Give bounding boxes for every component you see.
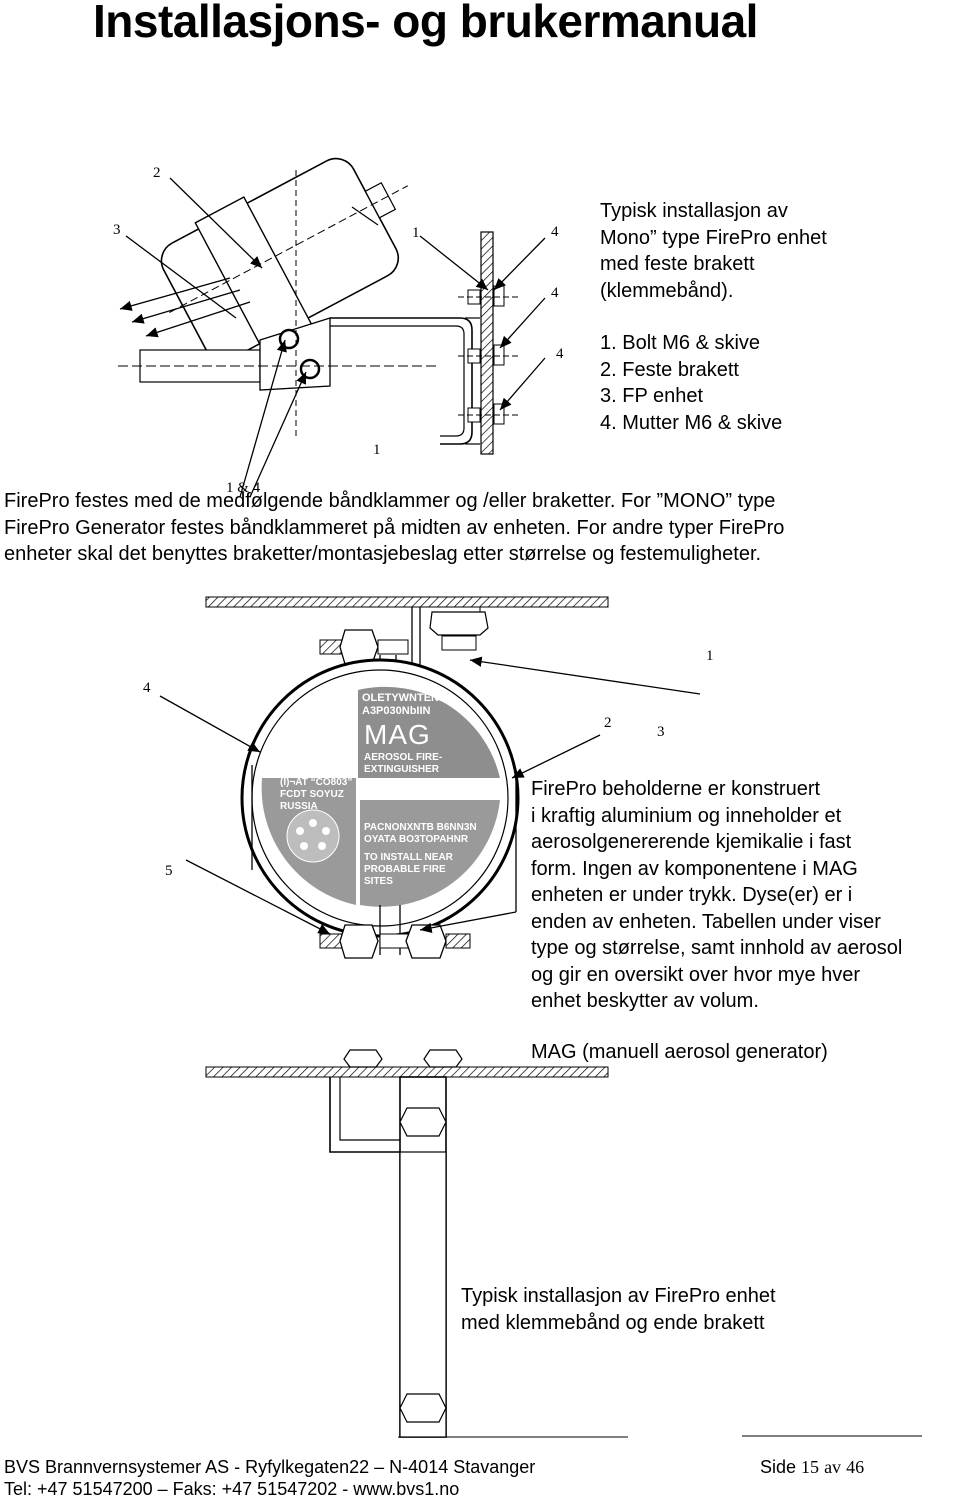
callout-2: 2 [153, 165, 161, 181]
parts-list: 1. Bolt M6 & skive 2. Feste brakett 3. F… [600, 330, 782, 436]
callout-2: 2 [604, 715, 612, 731]
page-total: 46 [846, 1457, 865, 1477]
description-line: enhet beskytter av volum. [531, 990, 759, 1012]
description-line: type og størrelse, samt innhold av aeros… [531, 937, 903, 959]
figure2-drawing [159, 596, 701, 959]
mag-label-left: (I)¬AT “CO803” FCDT SOYUZ RUSSIA [280, 777, 352, 813]
parts-list-item: 4. Mutter M6 & skive [600, 411, 783, 434]
caption-line: med feste brakett [600, 253, 755, 275]
callout-4: 4 [556, 346, 564, 362]
parts-list-item: 3. FP enhet [600, 385, 704, 407]
paragraph-line: FirePro festes med de medfølgende båndkl… [4, 490, 776, 512]
footer-contact: Tel: +47 51547200 – Faks: +47 51547202 -… [4, 1479, 460, 1499]
mag-description: FirePro beholderne er konstruert i kraft… [531, 776, 960, 1015]
label-line: EXTINGUISHER [364, 764, 440, 775]
paragraph-line: enheter skal det benyttes braketter/mont… [4, 543, 762, 565]
wall-bolt [458, 285, 520, 307]
caption-line: med klemmebånd og ende brakett [461, 1311, 765, 1334]
callout-4: 4 [551, 224, 559, 240]
description-line: i kraftig aluminium og inneholder et [531, 804, 842, 827]
page-number: 15 [801, 1457, 820, 1477]
callout-5: 5 [165, 863, 173, 879]
page-title: Installasjons- og brukermanual [93, 0, 758, 47]
parts-list-item: 2. Feste brakett [600, 358, 739, 381]
label-line: FCDT SOYUZ [280, 789, 344, 800]
description-line: og gir en oversikt over hvor mye hver [531, 963, 861, 986]
callout-1-and-4: 1 & 4 [226, 480, 261, 496]
callout-4: 4 [143, 680, 151, 696]
figure1-caption: Typisk installasjon av Mono” type FirePr… [600, 198, 827, 304]
label-line: (I)¬AT “CO803” [280, 777, 353, 788]
caption-line: Typisk installasjon av [600, 200, 788, 222]
mounting-paragraph: FirePro festes med de medfølgende båndkl… [4, 488, 954, 568]
page-indicator: Side 15 av 46 [760, 1457, 864, 1478]
footer-company: BVS Brannvernsystemer AS - Ryfylkegaten2… [4, 1457, 536, 1477]
description-line: FirePro beholderne er konstruert [531, 778, 821, 800]
description-line: enheten er under trykk. Dyse(er) er i [531, 884, 853, 906]
mag-label-sub: AEROSOL FIRE- EXTINGUISHER [364, 752, 442, 776]
page-word: Side [760, 1457, 797, 1477]
label-line: OLETYWNTENb [362, 692, 446, 704]
wall-bolt [458, 344, 520, 366]
figure3-drawing [205, 1049, 628, 1438]
page-of: av [824, 1457, 842, 1477]
ceiling-hatch [205, 596, 609, 608]
wall-bolt [458, 403, 520, 425]
label-line: RUSSIA [280, 801, 318, 812]
wall-hatch [480, 231, 494, 455]
callout-3: 3 [657, 724, 665, 740]
callout-4: 4 [551, 285, 559, 301]
description-line: enden av enheten. Tabellen under viser [531, 910, 881, 933]
mag-label-top: OLETYWNTENb A3P030NbIIN [362, 692, 446, 718]
figure1-drawing [118, 157, 546, 498]
callout-3: 3 [113, 222, 121, 238]
paragraph-line: FirePro Generator festes båndklammeret p… [4, 516, 785, 539]
label-line: OYATA BO3TOPAHNR [364, 834, 469, 845]
label-line: TO INSTALL NEAR [364, 852, 453, 863]
callout-1: 1 [373, 442, 381, 458]
caption-line: (klemmebånd). [600, 279, 734, 302]
description-line: aerosolgenererende kjemikalie i fast [531, 831, 852, 853]
label-line: A3P030NbIIN [362, 705, 431, 717]
label-line: AEROSOL FIRE- [364, 752, 443, 763]
caption-line: Typisk installasjon av FirePro enhet [461, 1285, 776, 1307]
callout-1: 1 [412, 225, 420, 241]
callout-1: 1 [706, 648, 714, 664]
label-line: SITES [364, 876, 393, 887]
caption-line: Mono” type FirePro enhet [600, 226, 827, 249]
mag-caption: MAG (manuell aerosol generator) [531, 1041, 828, 1063]
label-line: PACNONXNTB B6NN3N [364, 822, 477, 833]
mag-label-right: PACNONXNTB B6NN3N OYATA BO3TOPAHNR TO IN… [364, 822, 477, 888]
description-line: form. Ingen av komponentene i MAG [531, 857, 858, 880]
figure3-caption: Typisk installasjon av FirePro enhet med… [461, 1283, 776, 1336]
mag-brand-label: MAG [364, 719, 431, 750]
label-line: PROBABLE FIRE [364, 864, 446, 875]
parts-list-item: 1. Bolt M6 & skive [600, 332, 761, 354]
